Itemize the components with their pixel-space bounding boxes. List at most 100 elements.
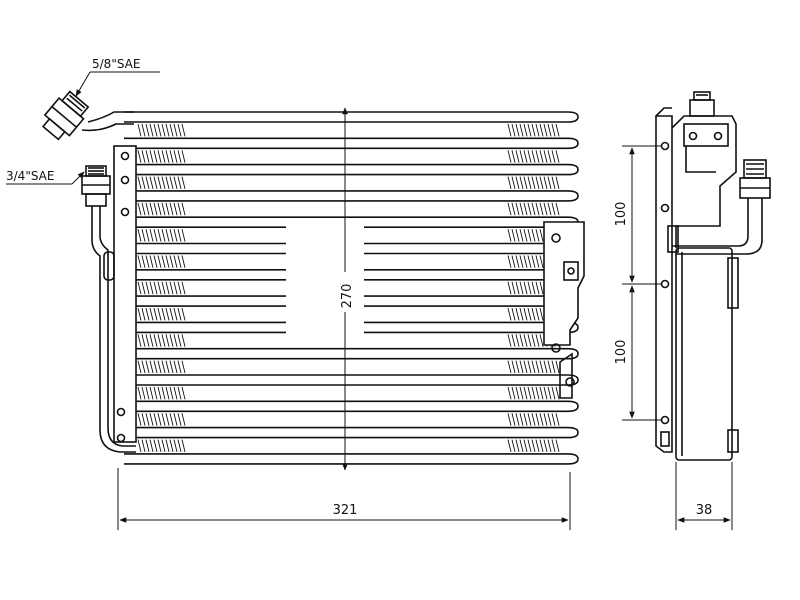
fin-line (177, 439, 182, 453)
fin-line (511, 229, 516, 242)
fin-line (515, 150, 520, 163)
fin-line (531, 150, 536, 163)
fin-line (527, 307, 532, 321)
fin-line (177, 150, 182, 163)
fin-line (153, 229, 158, 242)
fin-line (527, 439, 532, 453)
fin-line (507, 229, 512, 242)
fin-line (137, 176, 142, 190)
fin-line (539, 334, 544, 347)
fin-line (165, 176, 170, 190)
fin-line (523, 360, 528, 374)
fin-line (153, 255, 158, 268)
fin-line (539, 360, 544, 374)
fin-line (507, 202, 512, 216)
fitting-side-icon (81, 165, 111, 207)
fin-line (547, 150, 552, 163)
fin-line (539, 255, 544, 268)
fin-line (555, 123, 560, 137)
fin-line (141, 229, 146, 242)
fin-line (531, 229, 536, 242)
fin-line (161, 176, 166, 190)
tube-pass (124, 163, 579, 176)
fin-line (515, 229, 520, 242)
fin-line (511, 281, 516, 295)
fin-line (153, 334, 158, 347)
fin-line (555, 202, 560, 216)
fin-line (153, 307, 158, 321)
dim-depth-label: 38 (696, 503, 713, 518)
fin-line (535, 386, 540, 400)
fin-line (157, 413, 162, 426)
dim-depth (675, 462, 733, 530)
fin-line (543, 439, 548, 453)
fin-line (177, 123, 182, 137)
fin-line (507, 307, 512, 321)
fin-line (169, 386, 174, 400)
fin-line (141, 176, 146, 190)
fin-line (153, 150, 158, 163)
fin-line (507, 334, 512, 347)
fin-line (519, 202, 524, 216)
fin-line (531, 281, 536, 295)
fin-line (169, 439, 174, 453)
fin-line (145, 334, 150, 347)
fin-line (173, 439, 178, 453)
fin-line (551, 413, 556, 426)
fin-line (543, 123, 548, 137)
fin-line (145, 255, 150, 268)
fin-line (173, 176, 178, 190)
fin-line (511, 176, 516, 190)
fin-line (161, 229, 166, 242)
fin-line (523, 229, 528, 242)
fin-line (177, 176, 182, 190)
fin-line (515, 334, 520, 347)
fin-line (141, 123, 146, 137)
fin-line (161, 123, 166, 137)
fin-line (519, 386, 524, 400)
fin-line (137, 334, 142, 347)
fin-line (165, 360, 170, 374)
fin-line (519, 413, 524, 426)
leader-top (75, 71, 160, 97)
fin-line (137, 123, 142, 137)
fin-line (523, 123, 528, 137)
fin-line (515, 202, 520, 216)
fin-line (507, 439, 512, 453)
fin-line (181, 439, 186, 453)
fin-line (181, 123, 186, 137)
fin-line (157, 386, 162, 400)
fin-line (523, 202, 528, 216)
fin-line (153, 281, 158, 295)
fin-line (547, 386, 552, 400)
fin-line (555, 150, 560, 163)
fin-line (519, 123, 524, 137)
dim-height-label: 270 (340, 284, 355, 309)
left-header-plate (113, 145, 137, 443)
fin-line (145, 281, 150, 295)
fin-line (181, 150, 186, 163)
fin-line (507, 150, 512, 163)
fin-line (515, 360, 520, 374)
fin-line (145, 360, 150, 374)
fin-line (551, 202, 556, 216)
fin-line (145, 123, 150, 137)
fin-line (137, 386, 142, 400)
fin-line (169, 229, 174, 242)
fin-line (165, 334, 170, 347)
fin-line (539, 123, 544, 137)
fin-line (531, 334, 536, 347)
label-fitting-top: 5/8"SAE (92, 57, 140, 71)
fin-line (511, 386, 516, 400)
fin-line (535, 360, 540, 374)
fin-line (551, 439, 556, 453)
fin-line (169, 123, 174, 137)
fin-line (145, 413, 150, 426)
fin-line (531, 255, 536, 268)
fin-line (539, 176, 544, 190)
dim-spacing (622, 145, 662, 421)
fin-line (519, 255, 524, 268)
fin-line (153, 360, 158, 374)
